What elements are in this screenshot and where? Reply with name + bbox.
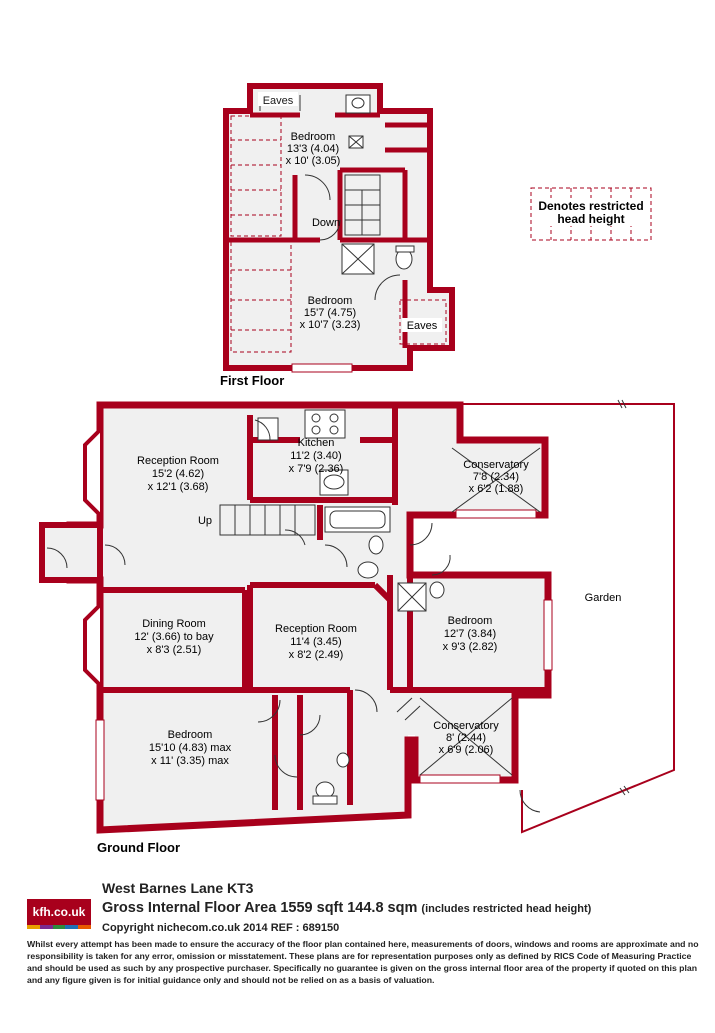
ground-floor-plan: Reception Room 15'2 (4.62) x 12'1 (3.68)… (39, 399, 675, 855)
first-floor-stairs (344, 174, 381, 236)
eaves-top-label: Eaves (263, 95, 294, 107)
down-label: Down (312, 217, 340, 229)
legend: Denotes restricted head height (530, 187, 652, 241)
kitchen-fixtures (257, 409, 349, 496)
logo-color-bar (27, 925, 91, 929)
bedroom-4-name: Bedroom (168, 729, 213, 741)
legend-line-2: head height (557, 212, 624, 226)
bedroom-3-size-b: x 9'3 (2.82) (443, 641, 498, 653)
bay-windows (83, 428, 102, 687)
conservatory-2-name: Conservatory (433, 720, 499, 732)
bedroom-2-size-b: x 10'7 (3.23) (300, 319, 361, 331)
logo-color-1 (27, 925, 40, 929)
garden-outline (460, 403, 675, 834)
eaves-top-label-bg (258, 92, 298, 106)
first-floor-outer-walls (223, 83, 455, 371)
reception-2-size-a: 11'4 (3.45) (290, 636, 341, 648)
garden-label: Garden (585, 592, 622, 604)
property-address: West Barnes Lane KT3 (102, 880, 254, 896)
first-floor-doors (259, 95, 401, 301)
eaves-side-label: Eaves (407, 320, 438, 332)
logo-color-3 (52, 925, 66, 929)
floor-area-note: (includes restricted head height) (421, 903, 592, 915)
bedroom-2-size-a: 15'7 (4.75) (304, 307, 356, 319)
dining-size-a: 12' (3.66) to bay (134, 631, 214, 643)
logo-color-2 (39, 925, 53, 929)
ground-floor-fill (70, 405, 548, 830)
reception-1-size-b: x 12'1 (3.68) (148, 481, 209, 493)
dining-size-b: x 8'3 (2.51) (147, 644, 202, 656)
first-floor-plan: Eaves Bedroom 13'3 (4.04) x 10' (3.05) D… (220, 83, 455, 388)
conservatory-2-size-b: x 6'9 (2.06) (439, 744, 494, 756)
kitchen-name: Kitchen (298, 437, 335, 449)
conservatory-2-glazing (419, 697, 513, 776)
up-label: Up (198, 515, 212, 527)
bedroom-1-name: Bedroom (291, 131, 336, 143)
first-floor-label: First Floor (220, 373, 284, 388)
copyright: Copyright nichecom.co.uk 2014 REF : 6891… (102, 922, 340, 934)
ground-floor-label: Ground Floor (97, 840, 180, 855)
first-floor-internal-walls (226, 112, 430, 348)
reception-2-name: Reception Room (275, 623, 357, 635)
garden-boundary-ticks (617, 399, 630, 796)
reception-1-size-a: 15'2 (4.62) (152, 468, 204, 480)
kitchen-size-a: 11'2 (3.40) (290, 450, 341, 462)
kitchen-size-b: x 7'9 (2.36) (289, 463, 344, 475)
reception-2-size-b: x 8'2 (2.49) (289, 649, 344, 661)
bathroom-fixtures (312, 506, 445, 805)
bedroom-2-name: Bedroom (308, 295, 353, 307)
floor-plan: Eaves Bedroom 13'3 (4.04) x 10' (3.05) D… (39, 83, 675, 855)
bedroom-4-size-a: 15'10 (4.83) max (149, 742, 232, 754)
floor-area: Gross Internal Floor Area 1559 sqft 144.… (102, 900, 591, 916)
logo-color-4 (65, 925, 79, 929)
ground-floor-windows (95, 509, 553, 801)
logo-text: kfh.co.uk (32, 905, 86, 919)
first-floor-window (291, 363, 353, 373)
legend-line-1: Denotes restricted (538, 199, 643, 213)
floor-area-main: Gross Internal Floor Area 1559 sqft 144.… (102, 900, 418, 916)
bedroom-3-name: Bedroom (448, 615, 493, 627)
bedroom-1-size-b: x 10' (3.05) (286, 155, 341, 167)
dining-name: Dining Room (142, 618, 206, 630)
ground-floor-stairs (219, 504, 316, 536)
bedroom-3-size-a: 12'7 (3.84) (444, 628, 496, 640)
eaves-side-label-bg (402, 318, 442, 332)
bedroom-1-size-a: 13'3 (4.04) (287, 143, 339, 155)
porch (39, 522, 103, 583)
conservatory-1-size-b: x 6'2 (1.88) (469, 483, 524, 495)
conservatory-1-size-a: 7'8 (2.34) (473, 471, 519, 483)
reception-1-name: Reception Room (137, 455, 219, 467)
conservatory-2-size-a: 8' (2.44) (446, 732, 486, 744)
conservatory-1-name: Conservatory (463, 459, 529, 471)
bedroom-4-size-b: x 11' (3.35) max (151, 755, 229, 767)
kfh-logo: kfh.co.uk (27, 899, 91, 929)
first-floor-fixtures (341, 94, 415, 275)
ground-floor-doors (104, 419, 541, 813)
logo-color-5 (78, 925, 91, 929)
disclaimer: Whilst every attempt has been made to en… (27, 939, 699, 985)
conservatory-1-glazing (451, 447, 541, 513)
